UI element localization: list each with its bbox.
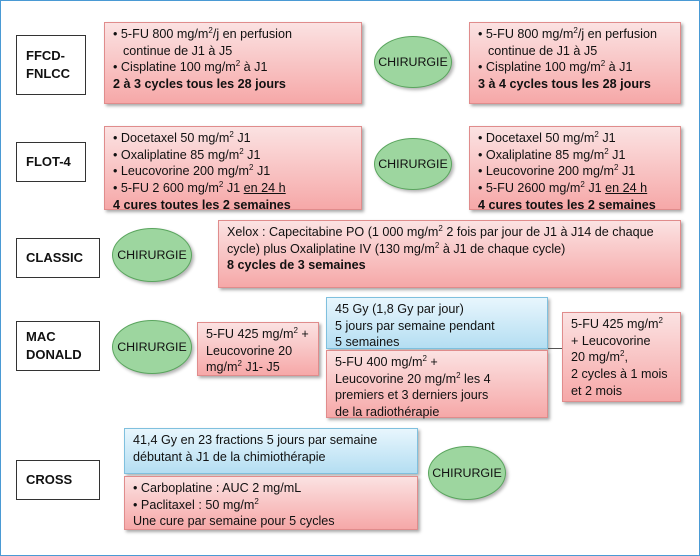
ffcd-preop-chemo-box: • 5-FU 800 mg/m2/j en perfusion continue… (104, 22, 362, 104)
flot-postop-chemo-box: • Docetaxel 50 mg/m2 J1 • Oxaliplatine 8… (469, 126, 681, 212)
cross-chemo-box: • Carboplatine : AUC 2 mg/mL • Paclitaxe… (124, 476, 418, 530)
macdonald-concurrent-chemo-box: 5-FU 400 mg/m2 + Leucovorine 20 mg/m2 le… (326, 350, 548, 419)
chirurgie-ellipse-flot: CHIRURGIE (374, 138, 452, 190)
connector-line (548, 348, 562, 349)
classic-postop-chemo-box: Xelox : Capecitabine PO (1 000 mg/m2 2 f… (218, 220, 681, 288)
chirurgie-ellipse-cross: CHIRURGIE (428, 446, 506, 500)
protocol-label-ffcd: FFCD- FNLCC (16, 35, 86, 95)
cross-radiotherapy-box: 41,4 Gy en 23 fractions 5 jours par sema… (124, 428, 418, 474)
macdonald-radiotherapy-box: 45 Gy (1,8 Gy par jour) 5 jours par sema… (326, 297, 548, 349)
protocol-label-macdonald: MAC DONALD (16, 321, 100, 371)
protocol-label-classic: CLASSIC (16, 238, 100, 278)
chirurgie-ellipse-ffcd: CHIRURGIE (374, 36, 452, 88)
chirurgie-ellipse-classic: CHIRURGIE (112, 228, 192, 282)
chirurgie-ellipse-macdonald: CHIRURGIE (112, 320, 192, 374)
protocol-label-cross: CROSS (16, 460, 100, 500)
ffcd-postop-chemo-box: • 5-FU 800 mg/m2/j en perfusion continue… (469, 22, 681, 104)
macdonald-postop-chemo-box: 5-FU 425 mg/m2 + Leucovorine 20 mg/m2, 2… (562, 312, 681, 402)
macdonald-chemo-before-box: 5-FU 425 mg/m2 + Leucovorine 20 mg/m2 J1… (197, 322, 319, 376)
flot-preop-chemo-box: • Docetaxel 50 mg/m2 J1 • Oxaliplatine 8… (104, 126, 362, 212)
protocol-label-flot: FLOT-4 (16, 142, 86, 182)
